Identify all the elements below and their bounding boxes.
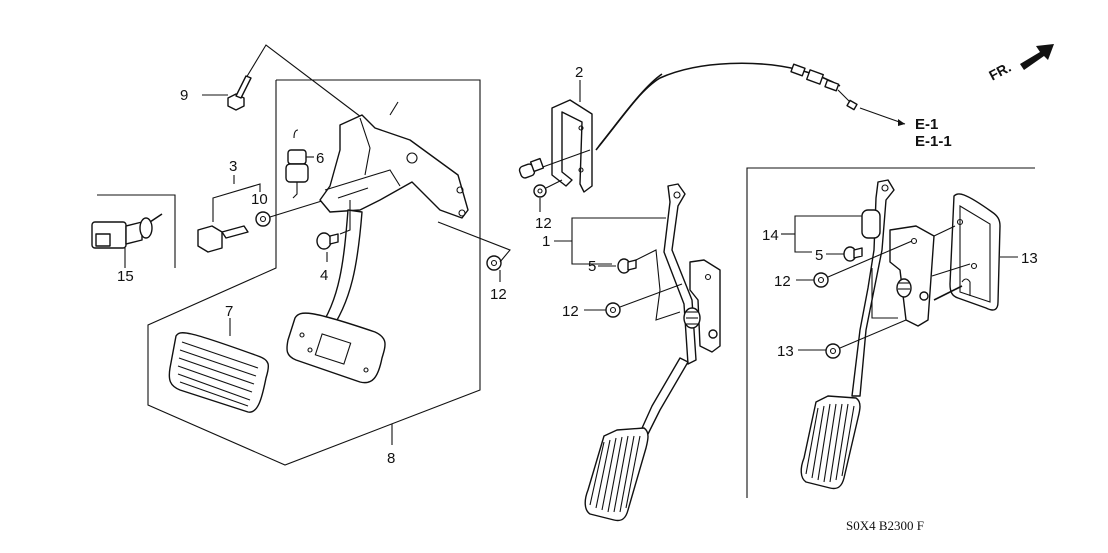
- callout-8[interactable]: 8: [387, 450, 395, 467]
- callout-12b[interactable]: 12: [562, 303, 579, 320]
- callout-2[interactable]: 2: [575, 64, 583, 81]
- front-label: FR.: [986, 59, 1013, 84]
- bolt-10[interactable]: [227, 75, 252, 111]
- bracket-3: [212, 183, 261, 222]
- nut-11[interactable]: [255, 211, 271, 227]
- callout-11[interactable]: 10: [251, 191, 268, 208]
- accelerator-bracket[interactable]: [683, 259, 721, 353]
- nut-12b[interactable]: [605, 302, 621, 318]
- brake-switch-15[interactable]: [91, 213, 163, 249]
- callout-14[interactable]: 14: [762, 227, 779, 244]
- front-arrow-icon: [1020, 44, 1054, 70]
- leader-10: [245, 44, 366, 121]
- cable-end-plug[interactable]: [518, 157, 545, 179]
- pedal-pad-7[interactable]: [168, 332, 270, 413]
- leader-4b: [339, 200, 351, 235]
- throttle-cable-group: [518, 62, 906, 522]
- callout-7[interactable]: 7: [225, 303, 233, 320]
- callout-labels: 9 3 6 10 4 15 7 8 2 12 12 1 5 12 14 5 12…: [117, 64, 1038, 467]
- accelerator-bracket-right[interactable]: [889, 225, 935, 327]
- pivot-spring-right: [896, 278, 912, 298]
- callout-5a[interactable]: 5: [588, 258, 596, 275]
- bracket-1: [571, 217, 666, 265]
- front-direction-indicator: FR.: [986, 44, 1054, 84]
- reference-e1[interactable]: E-1: [915, 116, 938, 133]
- pedal-bracket[interactable]: [319, 101, 469, 219]
- stop-switch-3[interactable]: [197, 225, 249, 253]
- group-outline-15: [97, 194, 176, 268]
- return-spring-6[interactable]: [285, 129, 314, 199]
- leader-12a: [437, 221, 511, 263]
- accelerator-pad-middle[interactable]: [584, 427, 649, 522]
- brake-pedal-pad[interactable]: [286, 312, 386, 384]
- callout-15[interactable]: 15: [117, 268, 134, 285]
- pivot-spring: [683, 307, 701, 329]
- nut-12c[interactable]: [813, 272, 829, 288]
- callout-4[interactable]: 4: [320, 267, 328, 284]
- stopper-14[interactable]: [861, 209, 881, 239]
- pad-ribs: [177, 341, 259, 407]
- callout-leaders: [202, 80, 1018, 445]
- callout-1[interactable]: 1: [542, 233, 550, 250]
- clip-4[interactable]: [316, 232, 339, 250]
- reference-arrow: [859, 107, 906, 125]
- callout-9[interactable]: 12: [535, 215, 552, 232]
- callout-3[interactable]: 3: [229, 158, 237, 175]
- accelerator-arm-right[interactable]: [851, 179, 895, 397]
- clip-5a[interactable]: [617, 258, 637, 274]
- cable-end-fitting[interactable]: [790, 63, 858, 111]
- nut-9[interactable]: [533, 184, 547, 198]
- drawing-code: S0X4 B2300 F: [846, 518, 924, 533]
- reference-e1-1[interactable]: E-1-1: [915, 133, 952, 150]
- callout-5b[interactable]: 5: [815, 247, 823, 264]
- callout-10[interactable]: 9: [180, 87, 188, 104]
- callout-13[interactable]: 13: [1021, 250, 1038, 267]
- callout-6[interactable]: 6: [316, 150, 324, 167]
- accelerator-pad-right[interactable]: [800, 395, 861, 490]
- mounting-plate-13[interactable]: [933, 193, 1001, 311]
- group-outline-8: [147, 79, 481, 466]
- accelerator-arm-1[interactable]: [623, 183, 697, 471]
- callout-12c[interactable]: 12: [774, 273, 791, 290]
- callout-12a[interactable]: 12: [490, 286, 507, 303]
- leader-box-right: [871, 268, 898, 319]
- bracket-14: [794, 215, 862, 253]
- leader-5a: [631, 249, 681, 321]
- nut-12d[interactable]: [825, 343, 841, 359]
- cable-holder-2[interactable]: [551, 99, 593, 193]
- clip-5b[interactable]: [843, 246, 863, 262]
- callout-12d[interactable]: 13: [777, 343, 794, 360]
- throttle-cable[interactable]: [595, 62, 841, 151]
- brake-pedal-group: [91, 44, 511, 466]
- alt-accelerator-group: [746, 167, 1035, 498]
- group-outline-right: [746, 167, 1035, 498]
- nut-12a[interactable]: [486, 255, 502, 271]
